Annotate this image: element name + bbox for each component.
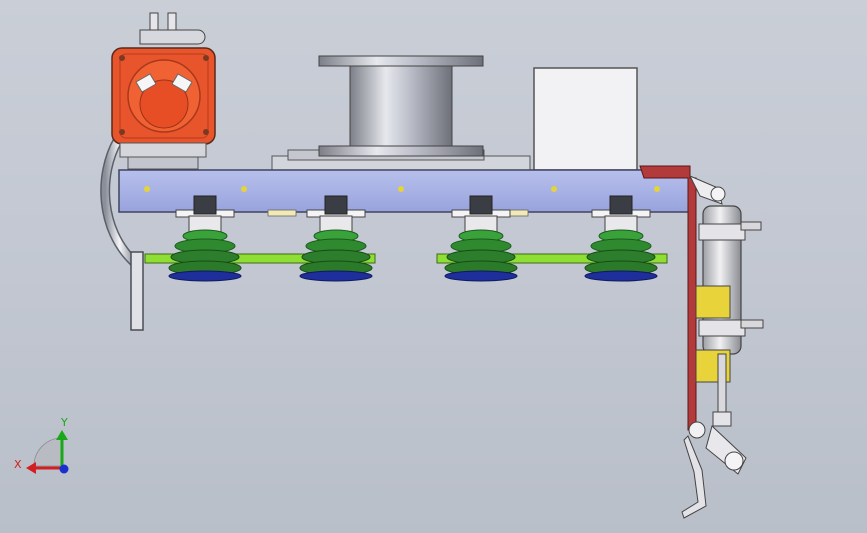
x-axis-label: X — [14, 458, 22, 471]
green-rail-left — [144, 253, 376, 264]
hose-left — [100, 137, 144, 331]
suction-cup[interactable] — [168, 195, 242, 282]
control-box[interactable] — [533, 67, 638, 171]
pneumatic-cylinder[interactable] — [688, 175, 764, 427]
clamp-linkage[interactable] — [681, 421, 747, 519]
green-rail-right — [436, 253, 668, 264]
spool-drum[interactable] — [271, 55, 531, 173]
servo-motor[interactable] — [111, 12, 216, 170]
z-axis-dot — [59, 464, 69, 474]
suction-cup[interactable] — [444, 195, 518, 282]
suction-cup[interactable] — [299, 195, 373, 282]
axis-triad: Y X — [14, 416, 69, 474]
suction-cup[interactable] — [584, 195, 658, 282]
y-axis-label: Y — [60, 416, 68, 429]
